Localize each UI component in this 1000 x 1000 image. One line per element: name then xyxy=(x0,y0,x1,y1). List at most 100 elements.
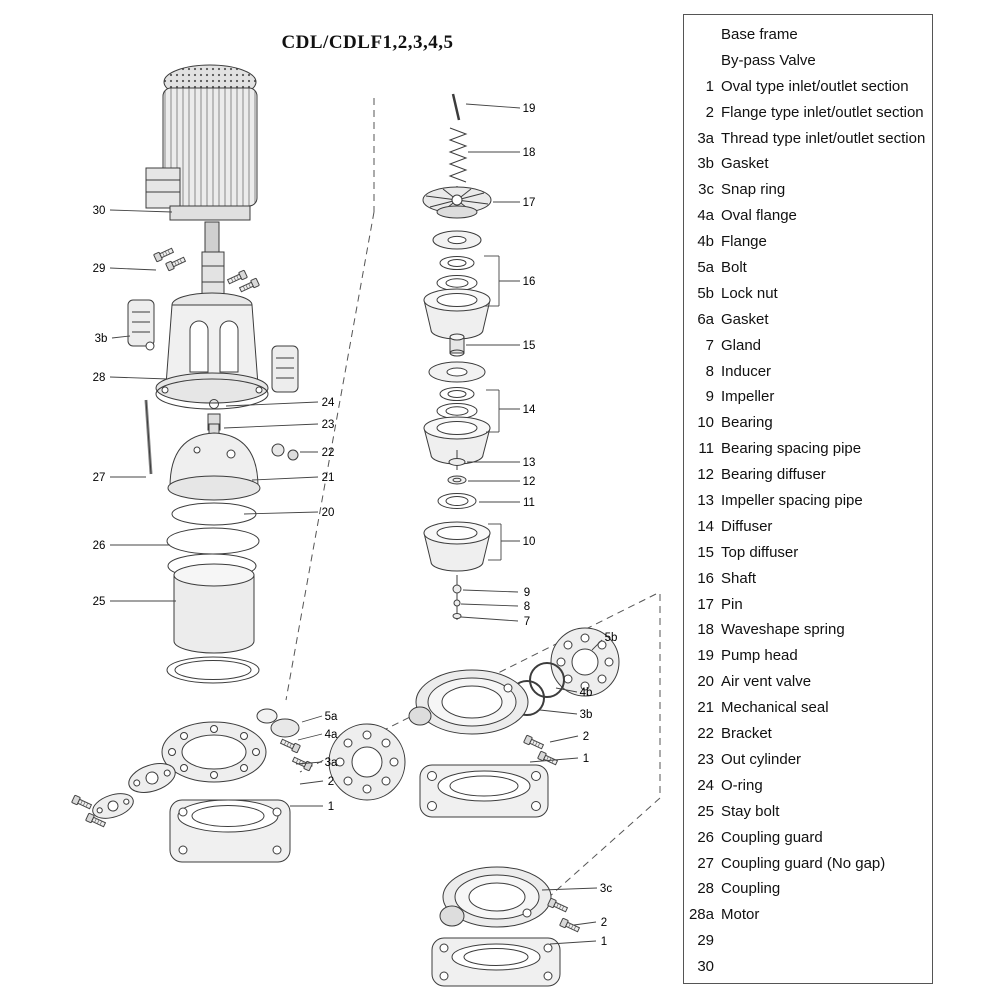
callout-8: 8 xyxy=(524,601,530,613)
motor xyxy=(145,64,258,253)
part-label: Bearing diffuser xyxy=(721,466,826,484)
part-label: Thread type inlet/outlet section xyxy=(721,129,926,147)
part-label: O-ring xyxy=(721,776,763,794)
part-label: Coupling xyxy=(721,880,781,898)
callout-29: 29 xyxy=(93,263,106,275)
callout-leader-line xyxy=(299,780,324,785)
callout-17: 17 xyxy=(523,197,536,209)
callout-leader-line xyxy=(549,940,597,945)
parts-list-row: 1 Oval type inlet/outlet section xyxy=(684,74,932,100)
part-label: Motor xyxy=(721,906,760,924)
part-label: Top diffuser xyxy=(721,543,799,561)
part-label: Shaft xyxy=(721,569,757,587)
callout-18: 18 xyxy=(523,147,536,159)
callout-2: 2 xyxy=(601,917,607,929)
part-label: Mechanical seal xyxy=(721,699,829,717)
part-number: 22 xyxy=(697,725,714,743)
callout-leader-line xyxy=(549,735,579,743)
callout-5b: 5b xyxy=(605,632,618,644)
callout-1: 1 xyxy=(328,801,334,813)
part-number: 18 xyxy=(697,621,714,639)
parts-list-row: 28 Coupling xyxy=(684,876,932,902)
parts-list-row: By-pass Valve xyxy=(684,48,932,74)
part-number: 28 xyxy=(697,880,714,898)
part-number: 10 xyxy=(697,414,714,432)
parts-list-row: 13 Impeller spacing pipe xyxy=(684,488,932,514)
callout-16: 16 xyxy=(523,276,536,288)
callout-12: 12 xyxy=(523,476,536,488)
part-number: 5a xyxy=(697,259,714,277)
impeller-stack xyxy=(422,93,492,620)
part-number: 6a xyxy=(697,310,714,328)
callout-leader-line xyxy=(573,921,597,926)
callout-1: 1 xyxy=(583,753,589,765)
part-number: 3b xyxy=(697,155,714,173)
callout-leader-line xyxy=(111,335,131,339)
callout-24: 24 xyxy=(322,397,335,409)
part-label: Gasket xyxy=(721,155,769,173)
callout-4b: 4b xyxy=(580,687,593,699)
part-label: Bracket xyxy=(721,725,772,743)
part-label: By-pass Valve xyxy=(721,51,816,69)
callout-28: 28 xyxy=(93,372,106,384)
inlet-section-assembly xyxy=(408,627,620,818)
coupling xyxy=(153,246,260,299)
callout-leader-line xyxy=(462,589,519,593)
part-number: 2 xyxy=(705,103,714,121)
part-number: 4b xyxy=(697,233,714,251)
bottom-left-assembly xyxy=(71,708,406,863)
part-number: 1 xyxy=(705,77,714,95)
parts-list-row: 3c Snap ring xyxy=(684,177,932,203)
part-label: Stay bolt xyxy=(721,802,780,820)
part-number: 13 xyxy=(697,492,714,510)
coupling-guard xyxy=(127,299,299,393)
parts-list-row: 3b Gasket xyxy=(684,151,932,177)
callout-leader-line xyxy=(460,616,519,622)
stay-bolt xyxy=(144,399,153,475)
callout-leader-line xyxy=(243,511,319,515)
part-label: Impeller spacing pipe xyxy=(721,492,863,510)
part-number: 7 xyxy=(705,336,714,354)
callout-leader-line xyxy=(301,715,323,723)
part-label: Oval type inlet/outlet section xyxy=(721,77,909,95)
callout-10: 10 xyxy=(523,536,536,548)
callout-leader-line xyxy=(109,267,157,271)
part-number: 3c xyxy=(698,181,714,199)
callout-3b: 3b xyxy=(580,709,593,721)
part-label: Air vent valve xyxy=(721,673,812,691)
part-label: Flange xyxy=(721,233,767,251)
part-number: 19 xyxy=(697,647,714,665)
parts-list-row: 29 xyxy=(684,928,932,954)
part-number: 12 xyxy=(697,466,714,484)
part-label: Bolt xyxy=(721,259,747,277)
callout-5a: 5a xyxy=(325,711,338,723)
part-label: Base frame xyxy=(721,26,798,43)
part-number: 9 xyxy=(705,388,714,406)
callout-leader-line xyxy=(591,639,603,651)
part-label: Snap ring xyxy=(721,181,786,199)
part-label: Impeller xyxy=(721,388,775,406)
callout-15: 15 xyxy=(523,340,536,352)
pump-head-dome xyxy=(167,423,261,501)
callout-9: 9 xyxy=(524,587,530,599)
callout-23: 23 xyxy=(322,419,335,431)
callout-3c: 3c xyxy=(600,883,612,895)
part-label: Gland xyxy=(721,336,762,354)
callout-26: 26 xyxy=(93,540,106,552)
part-number: 29 xyxy=(697,932,714,950)
